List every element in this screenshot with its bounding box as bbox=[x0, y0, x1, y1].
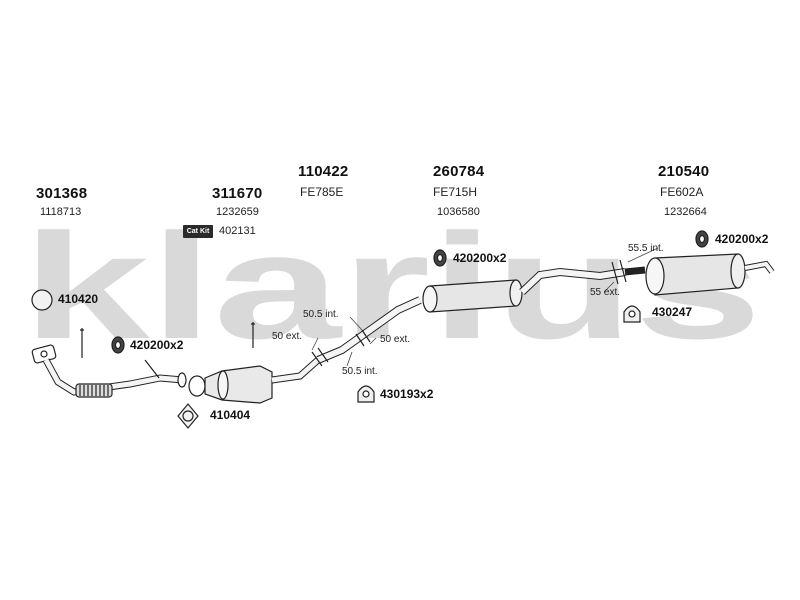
seal-ring-icon bbox=[31, 289, 53, 311]
gasket-ref[interactable]: 410404 bbox=[210, 408, 251, 422]
dimension-label: 50 ext. bbox=[380, 334, 411, 345]
hanger-mid-ref[interactable]: 420200x2 bbox=[453, 251, 507, 265]
oe-number-2: 1036580 bbox=[437, 206, 480, 218]
part-number-110422[interactable]: 110422 bbox=[298, 163, 349, 180]
part-number-260784[interactable]: 260784 bbox=[433, 163, 485, 180]
center-pipe bbox=[311, 296, 422, 367]
cat-kit-number[interactable]: 402131 bbox=[219, 225, 256, 237]
dimension-label: 55.5 int. bbox=[628, 243, 664, 254]
oe-number: 1232659 bbox=[216, 206, 259, 218]
oe-number-2: 1232664 bbox=[664, 206, 707, 218]
oe-number: FE785E bbox=[300, 185, 344, 199]
catalytic-converter bbox=[188, 322, 321, 404]
dimension-label: 50.5 int. bbox=[342, 366, 378, 377]
dimension-leaders bbox=[311, 247, 659, 367]
part-number-210540[interactable]: 210540 bbox=[658, 163, 710, 180]
front-pipe bbox=[31, 328, 187, 398]
part-number-301368[interactable]: 301368 bbox=[36, 185, 88, 202]
cat-kit-badge: Cat Kit bbox=[183, 225, 213, 238]
dimension-label: 55 ext. bbox=[590, 287, 621, 298]
part-number-311670[interactable]: 311670 bbox=[212, 185, 263, 202]
clamp-rear-icon bbox=[623, 305, 641, 323]
oe-number: FE715H bbox=[433, 185, 478, 199]
gasket-icon bbox=[177, 403, 199, 429]
oe-number: 1118713 bbox=[40, 206, 82, 218]
clamp-mid-icon bbox=[357, 385, 375, 403]
rubber-hanger-front-icon bbox=[111, 336, 125, 354]
clamp-rear-ref[interactable]: 430247 bbox=[652, 305, 693, 319]
hanger-rear-ref[interactable]: 420200x2 bbox=[715, 232, 769, 246]
dimension-label: 50.5 int. bbox=[303, 309, 339, 320]
middle-silencer bbox=[422, 259, 627, 313]
dimension-label: 50 ext. bbox=[272, 331, 303, 342]
rear-silencer bbox=[624, 253, 775, 296]
oe-number: FE602A bbox=[660, 185, 704, 199]
seal-ring-ref[interactable]: 410420 bbox=[58, 292, 99, 306]
rubber-hanger-mid-icon bbox=[433, 249, 447, 267]
rubber-hanger-rear-icon bbox=[695, 230, 709, 248]
brand-watermark: klarius bbox=[22, 202, 762, 370]
clamp-mid-ref[interactable]: 430193x2 bbox=[380, 387, 434, 401]
hanger-front-ref[interactable]: 420200x2 bbox=[130, 338, 184, 352]
